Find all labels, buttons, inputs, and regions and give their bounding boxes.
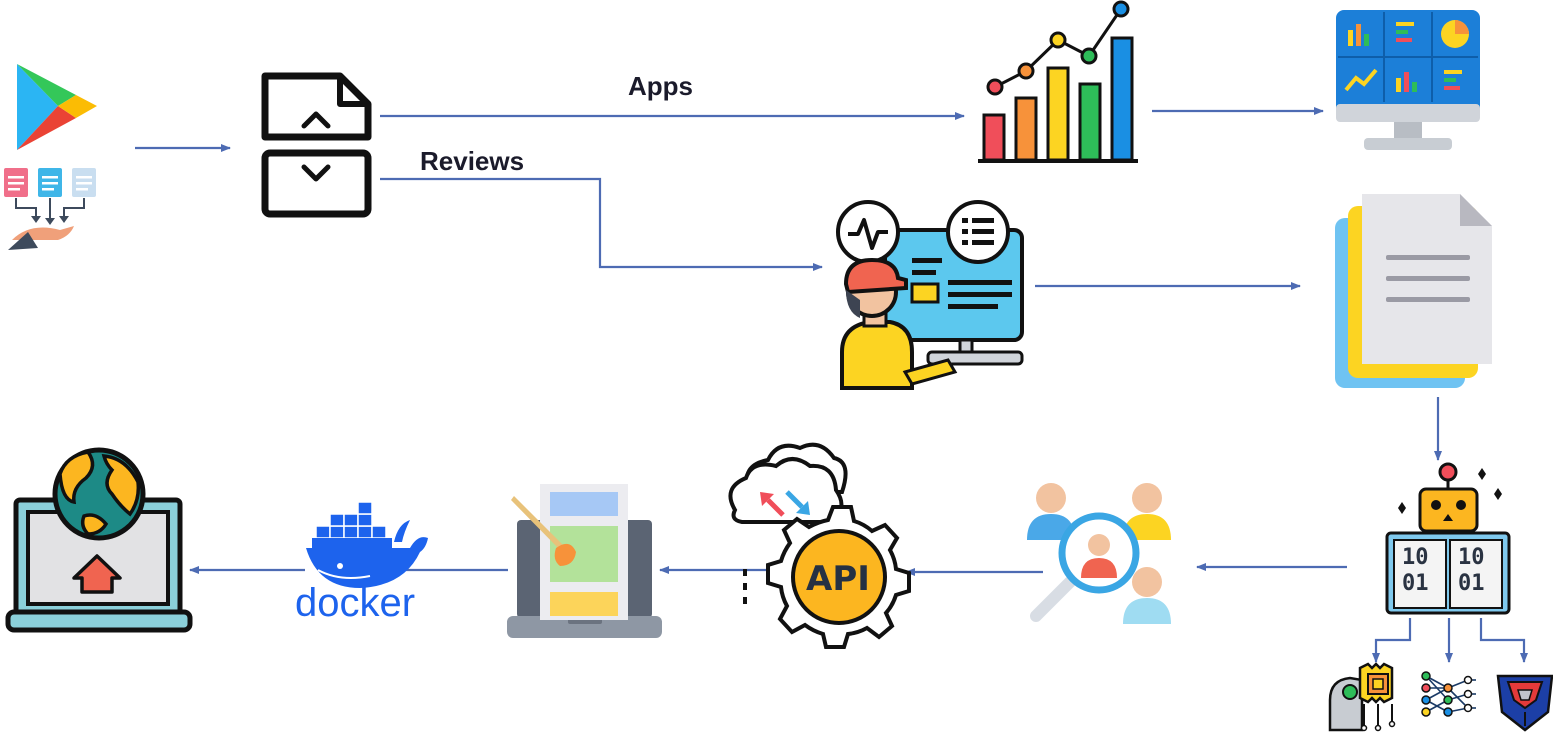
binary-left-bottom: 01 <box>1402 571 1429 596</box>
web-app-design-icon <box>507 484 662 638</box>
binary-right-top: 10 <box>1458 545 1485 570</box>
api-gear-icon: API <box>728 442 911 649</box>
arrow-reviews-to-analyst <box>380 177 823 271</box>
docker-icon <box>306 501 428 588</box>
document-stack-icon <box>1335 194 1492 388</box>
arrows <box>135 107 1528 663</box>
split-document-icon <box>261 72 372 218</box>
dashboard-monitor-icon <box>1336 10 1480 150</box>
machine-learning-icon <box>1328 662 1396 732</box>
docker-wordmark: docker <box>295 581 415 625</box>
robot-model-icon: 10 01 10 01 <box>1385 462 1511 615</box>
transformer-icon <box>1496 674 1553 732</box>
analyst-computer-icon <box>836 200 1024 390</box>
api-label: API <box>806 559 870 599</box>
user-search-icon <box>1027 483 1171 624</box>
reviews-label: Reviews <box>420 146 524 176</box>
play-store-icon <box>17 64 97 150</box>
binary-left-top: 10 <box>1402 545 1429 570</box>
arrow-model-to-ml <box>1372 618 1412 663</box>
data-collection-icon <box>4 168 96 250</box>
deep-learning-icon <box>1421 671 1476 717</box>
growth-chart-icon <box>978 0 1138 163</box>
arrow-model-to-transformer <box>1479 618 1528 663</box>
deploy-laptop-icon <box>5 497 193 633</box>
globe-icon <box>52 447 146 541</box>
apps-label: Apps <box>628 71 693 101</box>
binary-right-bottom: 01 <box>1458 571 1485 596</box>
